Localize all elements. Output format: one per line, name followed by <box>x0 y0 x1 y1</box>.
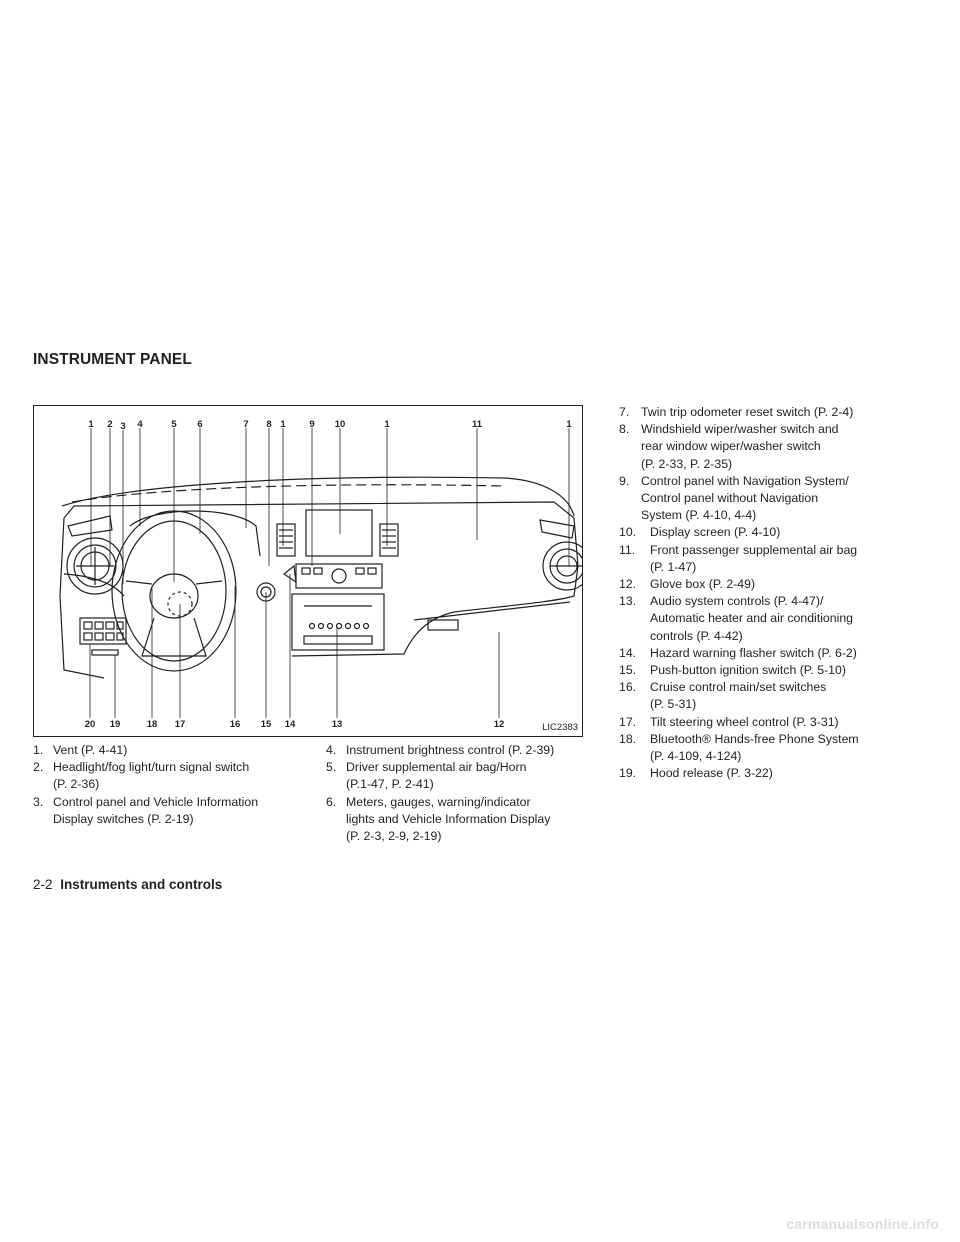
callout-bottom: 15 <box>260 719 272 730</box>
callout-top: 5 <box>171 419 177 430</box>
item-number: 11. <box>619 542 636 557</box>
item-text: Driver supplemental air bag/Horn(P.1-47,… <box>346 760 527 792</box>
page-footer: 2-2 Instruments and controls <box>33 877 222 892</box>
item-number: 19. <box>619 766 637 781</box>
callout-bottom: 16 <box>229 719 241 730</box>
callout-top: 9 <box>309 419 315 430</box>
legend-item: 15. Push-button ignition switch (P. 5-10… <box>619 662 929 679</box>
item-number: 16. <box>619 680 637 695</box>
item-number: 14. <box>619 645 637 660</box>
legend-item: 9. Control panel with Navigation System/… <box>619 473 929 525</box>
item-number: 7. <box>619 405 630 419</box>
legend-item: 13. Audio system controls (P. 4-47)/Auto… <box>619 593 929 645</box>
dashboard-illustration <box>59 428 582 718</box>
item-text: Display screen (P. 4-10) <box>650 525 781 540</box>
item-number: 3. <box>33 794 44 809</box>
figure-code: LIC2383 <box>542 722 578 733</box>
callout-top: 10 <box>334 419 346 430</box>
callout-bottom: 19 <box>109 719 121 730</box>
legend-item: 5. Driver supplemental air bag/Horn(P.1-… <box>326 759 606 793</box>
item-text: Front passenger supplemental air bag(P. … <box>650 542 858 574</box>
legend-item: 12. Glove box (P. 2-49) <box>619 576 929 593</box>
callout-top: 7 <box>243 419 249 430</box>
legend-item: 4. Instrument brightness control (P. 2-3… <box>326 742 606 759</box>
legend-item: 16. Cruise control main/set switches(P. … <box>619 679 929 713</box>
legend-item: 1. Vent (P. 4-41) <box>33 742 313 759</box>
callout-top: 1 <box>280 419 286 430</box>
item-text: Hood release (P. 3-22) <box>650 766 773 781</box>
item-number: 15. <box>619 663 637 678</box>
instrument-panel-figure: 1 2 3 4 5 6 7 8 1 9 10 1 11 1 20 19 18 1… <box>33 405 583 737</box>
callout-top: 1 <box>566 419 572 430</box>
item-number: 17. <box>619 714 637 729</box>
callout-top: 3 <box>120 421 126 432</box>
item-text: Vent (P. 4-41) <box>53 743 128 757</box>
legend-item: 17. Tilt steering wheel control (P. 3-31… <box>619 714 929 731</box>
legend-item: 19. Hood release (P. 3-22) <box>619 765 929 782</box>
legend-item: 10. Display screen (P. 4-10) <box>619 524 929 541</box>
item-number: 4. <box>326 743 337 757</box>
legend-column-1: 1. Vent (P. 4-41) 2. Headlight/fog light… <box>33 742 313 828</box>
item-number: 9. <box>619 473 630 488</box>
item-text: Push-button ignition switch (P. 5-10) <box>650 663 846 678</box>
legend-item: 18. Bluetooth® Hands-free Phone System(P… <box>619 731 929 765</box>
callout-bottom: 13 <box>331 719 343 730</box>
item-text: Audio system controls (P. 4-47)/Automati… <box>650 594 854 643</box>
footer-section-title: Instruments and controls <box>60 877 223 892</box>
callout-top: 4 <box>137 419 143 430</box>
item-number: 2. <box>33 760 44 775</box>
item-text: Tilt steering wheel control (P. 3-31) <box>650 714 839 729</box>
item-number: 6. <box>326 794 337 809</box>
legend-item: 2. Headlight/fog light/turn signal switc… <box>33 759 313 793</box>
item-text: Control panel with Navigation System/Con… <box>641 473 849 523</box>
item-text: Glove box (P. 2-49) <box>650 577 756 592</box>
item-number: 5. <box>326 760 337 775</box>
item-text: Bluetooth® Hands-free Phone System(P. 4-… <box>650 731 859 764</box>
section-title: INSTRUMENT PANEL <box>33 351 192 368</box>
item-number: 1. <box>33 743 44 757</box>
item-number: 18. <box>619 731 637 746</box>
legend-item: 7. Twin trip odometer reset switch (P. 2… <box>619 404 929 421</box>
legend-column-3: 7. Twin trip odometer reset switch (P. 2… <box>619 404 929 782</box>
item-text: Cruise control main/set switches(P. 5-31… <box>650 680 827 712</box>
callout-top: 1 <box>88 419 94 430</box>
item-number: 8. <box>619 422 630 437</box>
callout-top: 8 <box>266 419 272 430</box>
item-number: 10. <box>619 525 637 540</box>
item-text: Instrument brightness control (P. 2-39) <box>346 743 555 757</box>
callout-bottom: 14 <box>284 719 296 730</box>
item-number: 12. <box>619 577 637 592</box>
callout-bottom: 20 <box>84 719 96 730</box>
callout-bottom: 18 <box>146 719 158 730</box>
legend-item: 14. Hazard warning flasher switch (P. 6-… <box>619 645 929 662</box>
callout-bottom: 17 <box>174 719 186 730</box>
legend-column-2: 4. Instrument brightness control (P. 2-3… <box>326 742 606 845</box>
legend-item: 11. Front passenger supplemental air bag… <box>619 542 929 576</box>
callout-top: 2 <box>107 419 113 430</box>
callout-top: 11 <box>471 419 483 430</box>
callout-top: 1 <box>384 419 390 430</box>
item-text: Twin trip odometer reset switch (P. 2-4) <box>641 405 854 419</box>
item-text: Headlight/fog light/turn signal switch(P… <box>53 760 250 792</box>
legend-item: 3. Control panel and Vehicle Information… <box>33 794 313 828</box>
watermark-text: carmanualsonline.info <box>786 1216 939 1232</box>
callout-bottom: 12 <box>493 719 505 730</box>
page-number: 2-2 <box>33 877 53 892</box>
item-number: 13. <box>619 594 637 609</box>
callout-top: 6 <box>197 419 203 430</box>
item-text: Hazard warning flasher switch (P. 6-2) <box>650 645 857 660</box>
